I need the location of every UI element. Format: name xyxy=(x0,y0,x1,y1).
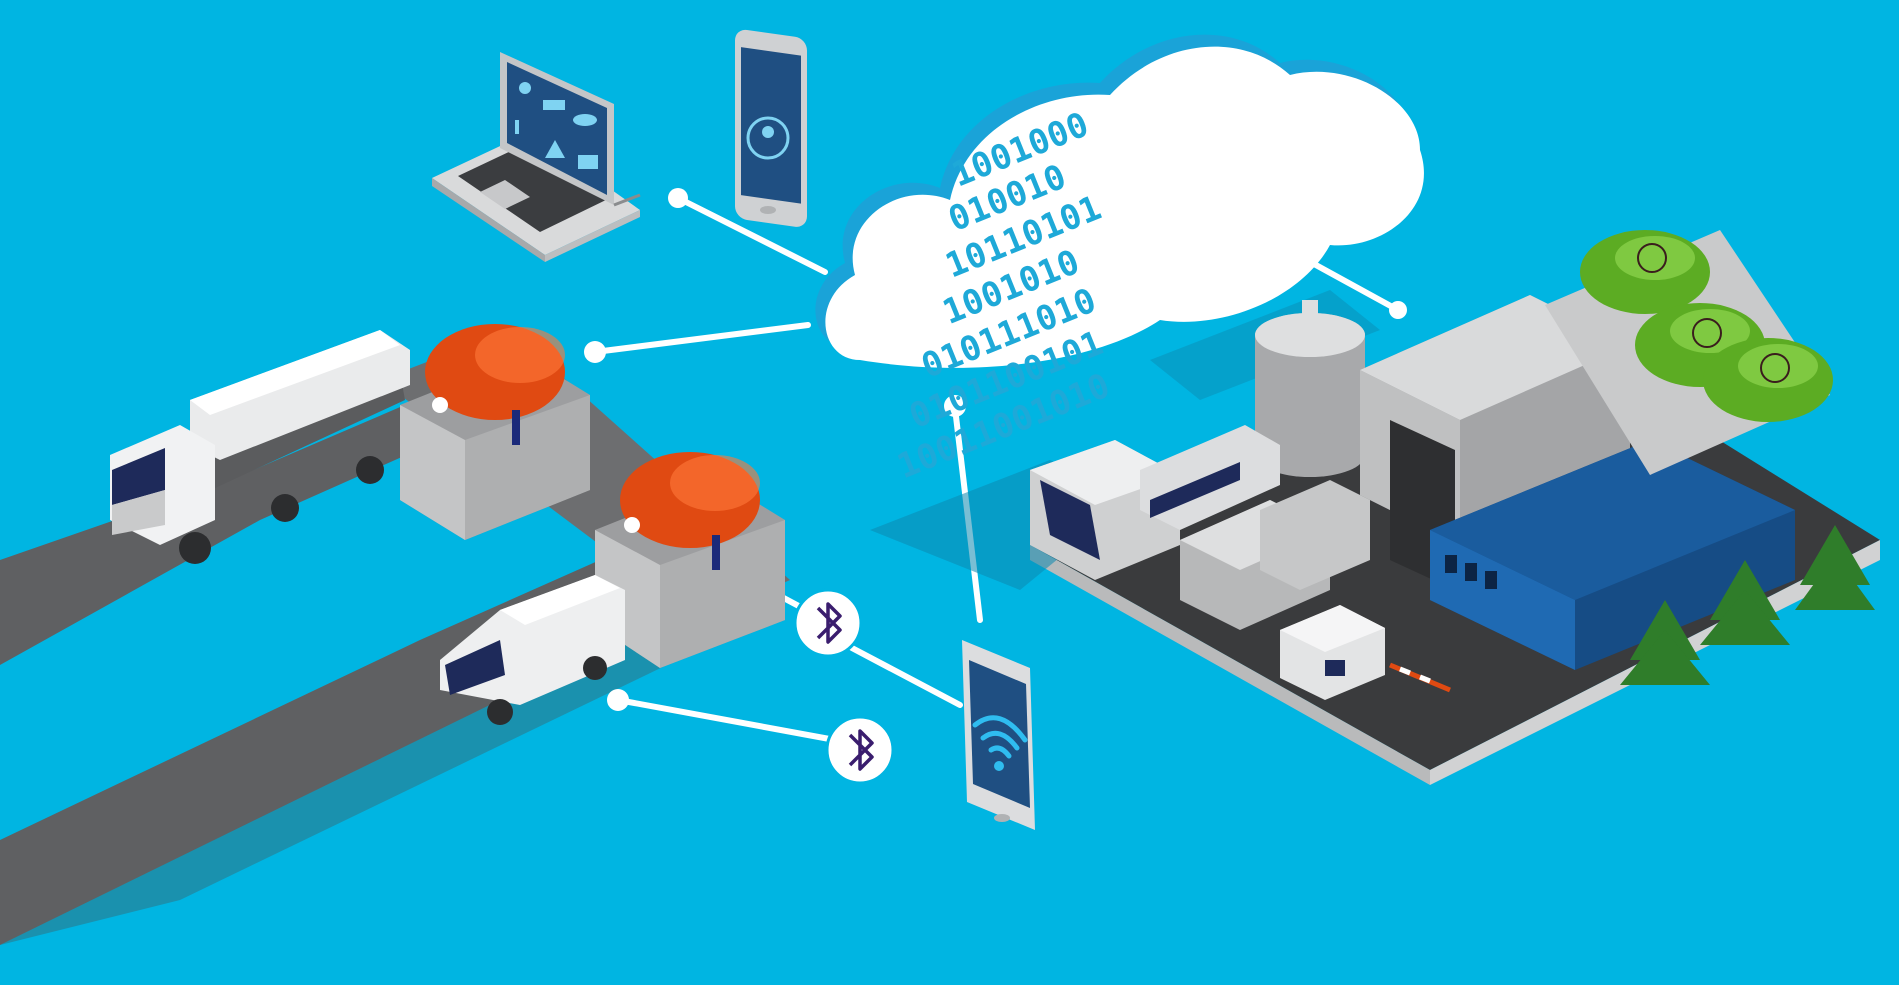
delivery-van xyxy=(440,575,625,725)
bluetooth-icon xyxy=(848,729,874,771)
green-tanks xyxy=(1545,230,1833,475)
red-tank-2 xyxy=(595,452,785,668)
factory-icon xyxy=(578,155,598,169)
chart-icon xyxy=(515,120,519,134)
node-laptop xyxy=(668,188,688,208)
bottom-phone xyxy=(962,640,1035,830)
bluetooth-badge-2 xyxy=(825,715,895,785)
truck-icon xyxy=(543,100,565,110)
line-bt1-phone xyxy=(849,645,963,708)
red-tank-1 xyxy=(400,324,590,540)
warning-icon xyxy=(545,140,565,158)
wifi-icon xyxy=(972,715,1028,759)
node-cloud-bottom xyxy=(944,395,966,417)
node-plant xyxy=(1389,301,1407,319)
node-tank xyxy=(584,341,606,363)
user-icon xyxy=(746,116,790,160)
top-phone xyxy=(735,29,807,227)
tanker-truck xyxy=(110,330,410,564)
line-laptop-cloud xyxy=(675,195,828,275)
user-icon xyxy=(519,82,531,94)
line-tank-cloud xyxy=(592,322,811,355)
node-van xyxy=(607,689,629,711)
laptop xyxy=(432,52,641,262)
trees xyxy=(1620,525,1875,685)
line-van-bt2 xyxy=(615,697,838,743)
laptop-screen-icons xyxy=(515,82,598,169)
tank-icon xyxy=(573,114,597,126)
industrial-plant xyxy=(870,230,1880,785)
data-cloud: 1001000 010010 10110101 1001010 01011101… xyxy=(815,34,1424,487)
bluetooth-icon xyxy=(816,602,842,644)
bluetooth-badge-1 xyxy=(793,588,863,658)
